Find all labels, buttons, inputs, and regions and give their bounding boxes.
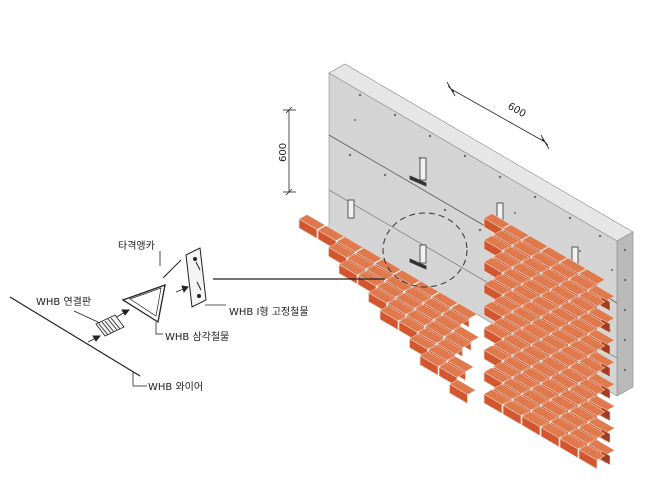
panel-edge-dots xyxy=(624,249,626,371)
assembly-arrow-2 xyxy=(114,309,130,319)
dimension-vertical-label: 600 xyxy=(278,143,289,162)
brick xyxy=(578,444,606,470)
i-fixing-bracket-label: WHB I형 고정철물 xyxy=(229,306,309,318)
brick xyxy=(379,305,407,331)
brick xyxy=(540,422,568,448)
brick xyxy=(502,400,530,426)
anchor-pin-label: 타격앵카 xyxy=(118,239,155,252)
brick xyxy=(559,433,587,459)
connector-plate-label: WHB 연결판 xyxy=(36,296,91,308)
brick-wall xyxy=(298,213,616,470)
dimension-horizontal xyxy=(446,81,550,150)
connector-plate xyxy=(95,314,125,337)
triangle-bracket xyxy=(121,284,166,324)
i-fixing-bracket xyxy=(185,247,207,308)
brick xyxy=(408,333,437,359)
brick xyxy=(367,287,396,313)
assembly-arrow-3 xyxy=(87,335,101,343)
connector-plate-leader xyxy=(73,310,101,324)
wire-leader xyxy=(132,372,147,387)
brick xyxy=(298,214,326,240)
triangle-bracket-label: WHB 삼각철물 xyxy=(165,331,229,343)
bracket-left xyxy=(347,199,355,219)
bracket-upper xyxy=(409,157,427,187)
panel-side-face xyxy=(616,231,634,397)
anchor-pin xyxy=(162,259,182,279)
brick xyxy=(483,389,511,415)
bracket-center xyxy=(409,244,427,270)
dimension-horizontal-label: 600 xyxy=(506,101,528,120)
wire xyxy=(9,296,141,377)
assembly-arrow-1 xyxy=(175,285,189,293)
wire-label: WHB 와이어 xyxy=(148,381,203,393)
brick xyxy=(521,411,549,437)
detail-circle xyxy=(382,212,468,288)
brick xyxy=(419,351,447,376)
dimension-vertical xyxy=(283,106,296,196)
brick xyxy=(448,379,477,405)
triangle-bracket-leader xyxy=(155,322,163,335)
